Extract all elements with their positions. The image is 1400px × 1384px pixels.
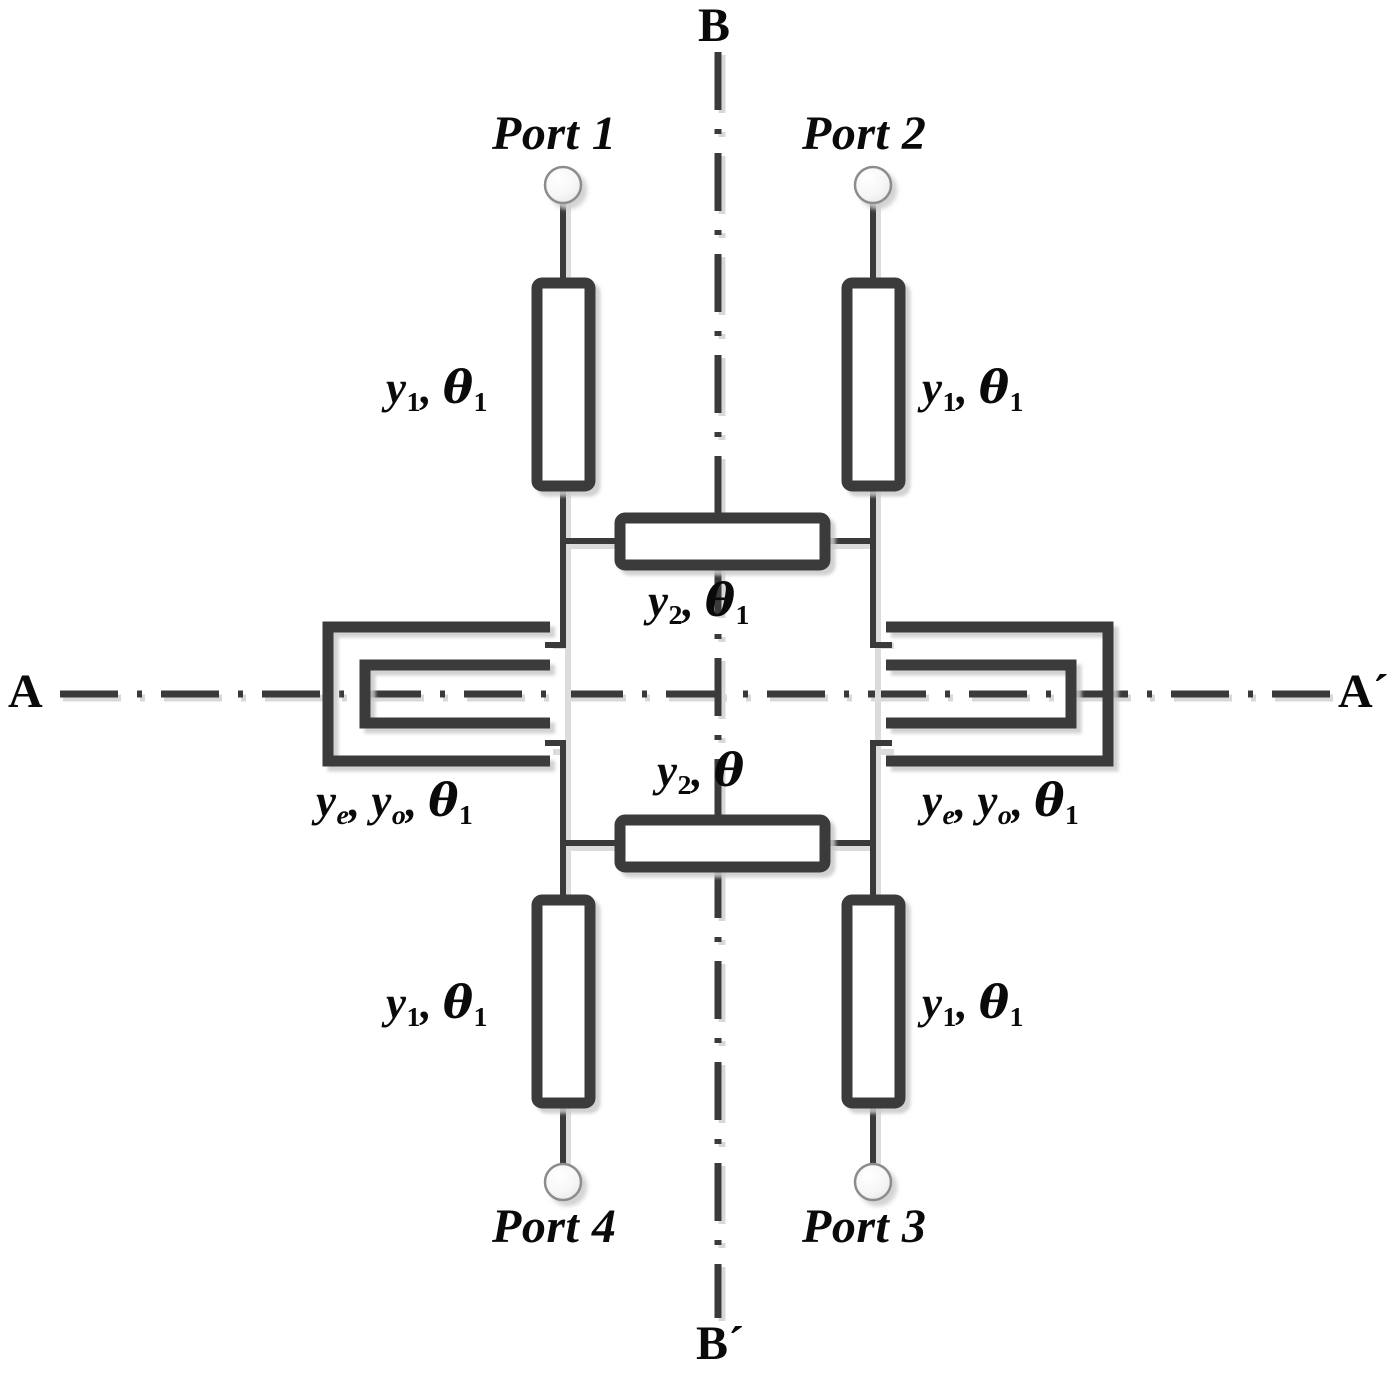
port3-node — [853, 1162, 893, 1202]
label-separator-2: , — [1011, 776, 1035, 826]
theta-subscript: 1 — [1064, 799, 1079, 831]
label-separator: , — [691, 746, 714, 796]
vertical-stub-lines — [531, 277, 906, 1109]
stub-top-right — [841, 277, 906, 492]
branch-line-top-label: y2, θ1 — [648, 578, 749, 630]
admittance-subscript: 1 — [406, 386, 421, 418]
coupled-line-left-label: ye, yo, θ1 — [316, 778, 473, 830]
theta-subscript: 1 — [458, 799, 473, 831]
theta-subscript: 1 — [473, 386, 488, 418]
label-separator: , — [682, 576, 705, 626]
port4-node — [543, 1162, 583, 1202]
coupled-line-right-label: ye, yo, θ1 — [922, 778, 1079, 830]
label-separator-2: , — [405, 776, 429, 826]
admittance-symbol: y — [657, 746, 677, 796]
stub-bottom-right — [841, 894, 906, 1109]
theta-subscript: 1 — [1009, 1001, 1024, 1033]
port3-label: Port 3 — [802, 1200, 927, 1253]
coupled-left-inner-arm — [359, 659, 550, 729]
odd-admittance-symbol: y — [371, 776, 392, 826]
odd-admittance-subscript: o — [391, 799, 406, 831]
stub-top-left — [531, 277, 596, 492]
label-separator: , — [420, 363, 443, 413]
branch-line-top — [614, 512, 831, 571]
theta-subscript: 1 — [1009, 386, 1024, 418]
theta-symbol: θ — [428, 774, 459, 827]
admittance-symbol: y — [922, 978, 942, 1028]
axis-label-a-left: A — [8, 665, 43, 718]
stub-bottom-right-label: y1, θ1 — [922, 980, 1023, 1032]
even-admittance-symbol: y — [922, 776, 942, 826]
theta-symbol: θ — [704, 574, 735, 627]
connection-wires — [545, 198, 894, 1175]
port1-node — [543, 165, 583, 205]
admittance-subscript: 2 — [677, 769, 692, 801]
theta-subscript: 1 — [473, 1001, 488, 1033]
admittance-subscript: 1 — [406, 1001, 421, 1033]
label-separator-1: , — [348, 776, 372, 826]
coupled-right-inner-arm — [886, 659, 1077, 729]
even-admittance-subscript: e — [942, 799, 955, 831]
stub-top-left-label: y1, θ1 — [386, 365, 487, 417]
theta-symbol: θ — [978, 361, 1009, 414]
branch-line-bottom — [614, 814, 831, 873]
admittance-subscript: 2 — [668, 599, 683, 631]
admittance-symbol: y — [386, 363, 406, 413]
port4-label: Port 4 — [492, 1200, 617, 1253]
symmetry-axis-b-vertical — [714, 52, 726, 1321]
stub-bottom-left — [531, 894, 596, 1109]
coupled-right-outer-arm — [886, 621, 1114, 767]
odd-admittance-symbol: y — [977, 776, 998, 826]
branch-line-bottom-label: y2, θ — [657, 748, 744, 800]
label-separator-1: , — [954, 776, 978, 826]
horizontal-branch-lines — [614, 512, 831, 873]
theta-symbol: θ — [442, 361, 473, 414]
label-separator: , — [420, 978, 443, 1028]
label-separator: , — [956, 363, 979, 413]
label-separator: , — [956, 978, 979, 1028]
port1-label: Port 1 — [492, 107, 617, 160]
theta-symbol: θ — [442, 976, 473, 1029]
even-admittance-symbol: y — [316, 776, 336, 826]
admittance-symbol: y — [648, 576, 668, 626]
stub-top-right-label: y1, θ1 — [922, 365, 1023, 417]
axis-label-b-top: B — [698, 0, 731, 52]
even-admittance-subscript: e — [336, 799, 349, 831]
admittance-subscript: 1 — [942, 1001, 957, 1033]
axis-label-b-bottom: B´ — [696, 1317, 744, 1370]
admittance-symbol: y — [922, 363, 942, 413]
theta-subscript: 1 — [735, 599, 750, 631]
coupled-left-outer-arm — [322, 621, 550, 767]
axis-label-a-right: A´ — [1338, 665, 1389, 718]
coupled-line-left — [322, 621, 550, 767]
theta-symbol: θ — [978, 976, 1009, 1029]
coupled-line-right — [886, 621, 1114, 767]
admittance-symbol: y — [386, 978, 406, 1028]
theta-symbol: θ — [713, 744, 744, 797]
port-terminal-nodes — [543, 165, 893, 1202]
port2-node — [853, 165, 893, 205]
odd-admittance-subscript: o — [997, 799, 1012, 831]
admittance-subscript: 1 — [942, 386, 957, 418]
symmetry-axis-a-horizontal — [60, 690, 1343, 702]
theta-symbol: θ — [1034, 774, 1065, 827]
port2-label: Port 2 — [802, 107, 927, 160]
stub-bottom-left-label: y1, θ1 — [386, 980, 487, 1032]
